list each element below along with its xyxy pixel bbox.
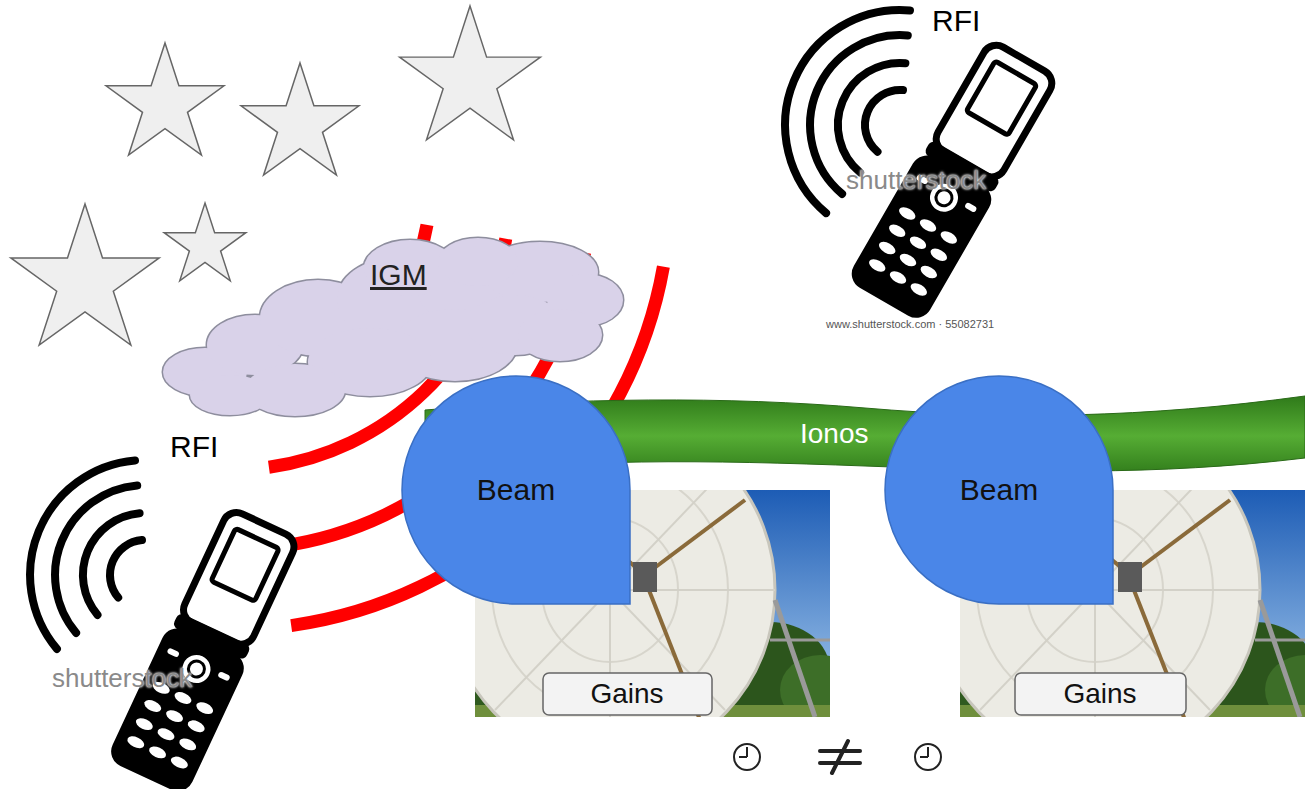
cloud-shape <box>518 309 602 361</box>
clock-icon <box>734 744 760 770</box>
clock-icon <box>734 744 760 770</box>
rfi-label: RFI <box>170 430 218 465</box>
beam-shape <box>885 376 1113 604</box>
phone-waves <box>30 461 135 649</box>
node-label: Beam <box>960 473 1038 508</box>
clock-icon <box>915 744 941 770</box>
clock-icon <box>746 747 748 757</box>
not-equal-sign <box>820 761 860 765</box>
phone-icon <box>106 505 304 789</box>
node-label: Ionos <box>800 418 869 450</box>
phone-icon <box>846 37 1062 323</box>
phone-waves <box>83 513 140 615</box>
not-equal-sign <box>820 749 860 753</box>
phone-icon <box>846 37 1062 323</box>
clock-icon <box>739 756 747 758</box>
watermark-url: www.shutterstock.com · 55082731 <box>826 318 994 331</box>
node-label: IGM <box>370 258 427 293</box>
node-label: Gains <box>590 678 663 710</box>
watermark: shutterstock <box>846 166 986 196</box>
gains-box: Gains <box>1014 672 1187 716</box>
gains-box: Gains <box>542 672 713 716</box>
rfi-label: RFI <box>932 4 980 39</box>
cloud-shape <box>190 375 270 415</box>
gains-box <box>543 673 712 715</box>
beam-shape: Beam <box>885 376 1113 604</box>
not-equal-sign <box>820 741 860 773</box>
star <box>106 43 224 155</box>
cloud-shape <box>190 375 270 415</box>
star <box>164 203 246 281</box>
watermark: shutterstock <box>52 664 192 694</box>
phone-waves <box>55 485 137 633</box>
star <box>11 204 159 345</box>
beam-shape: Beam <box>402 376 630 604</box>
star <box>400 6 541 140</box>
phone-waves <box>30 461 142 649</box>
cloud-shape <box>438 238 518 286</box>
cloud-shape <box>518 309 602 361</box>
node-label: Beam <box>477 473 555 508</box>
node-label: Gains <box>1063 678 1136 710</box>
wavefronts <box>258 225 664 626</box>
phone-waves <box>838 63 906 173</box>
phone-waves <box>865 90 903 152</box>
phone-icon <box>106 505 304 789</box>
clock-icon <box>920 756 928 758</box>
clock-icon <box>927 747 929 757</box>
clock-icon <box>915 744 941 770</box>
star <box>241 63 359 175</box>
phone-waves <box>110 540 142 597</box>
gains-box <box>1015 673 1186 715</box>
beam-shape <box>402 376 630 604</box>
not-equal-sign <box>832 741 848 773</box>
cloud-shape <box>438 238 518 286</box>
